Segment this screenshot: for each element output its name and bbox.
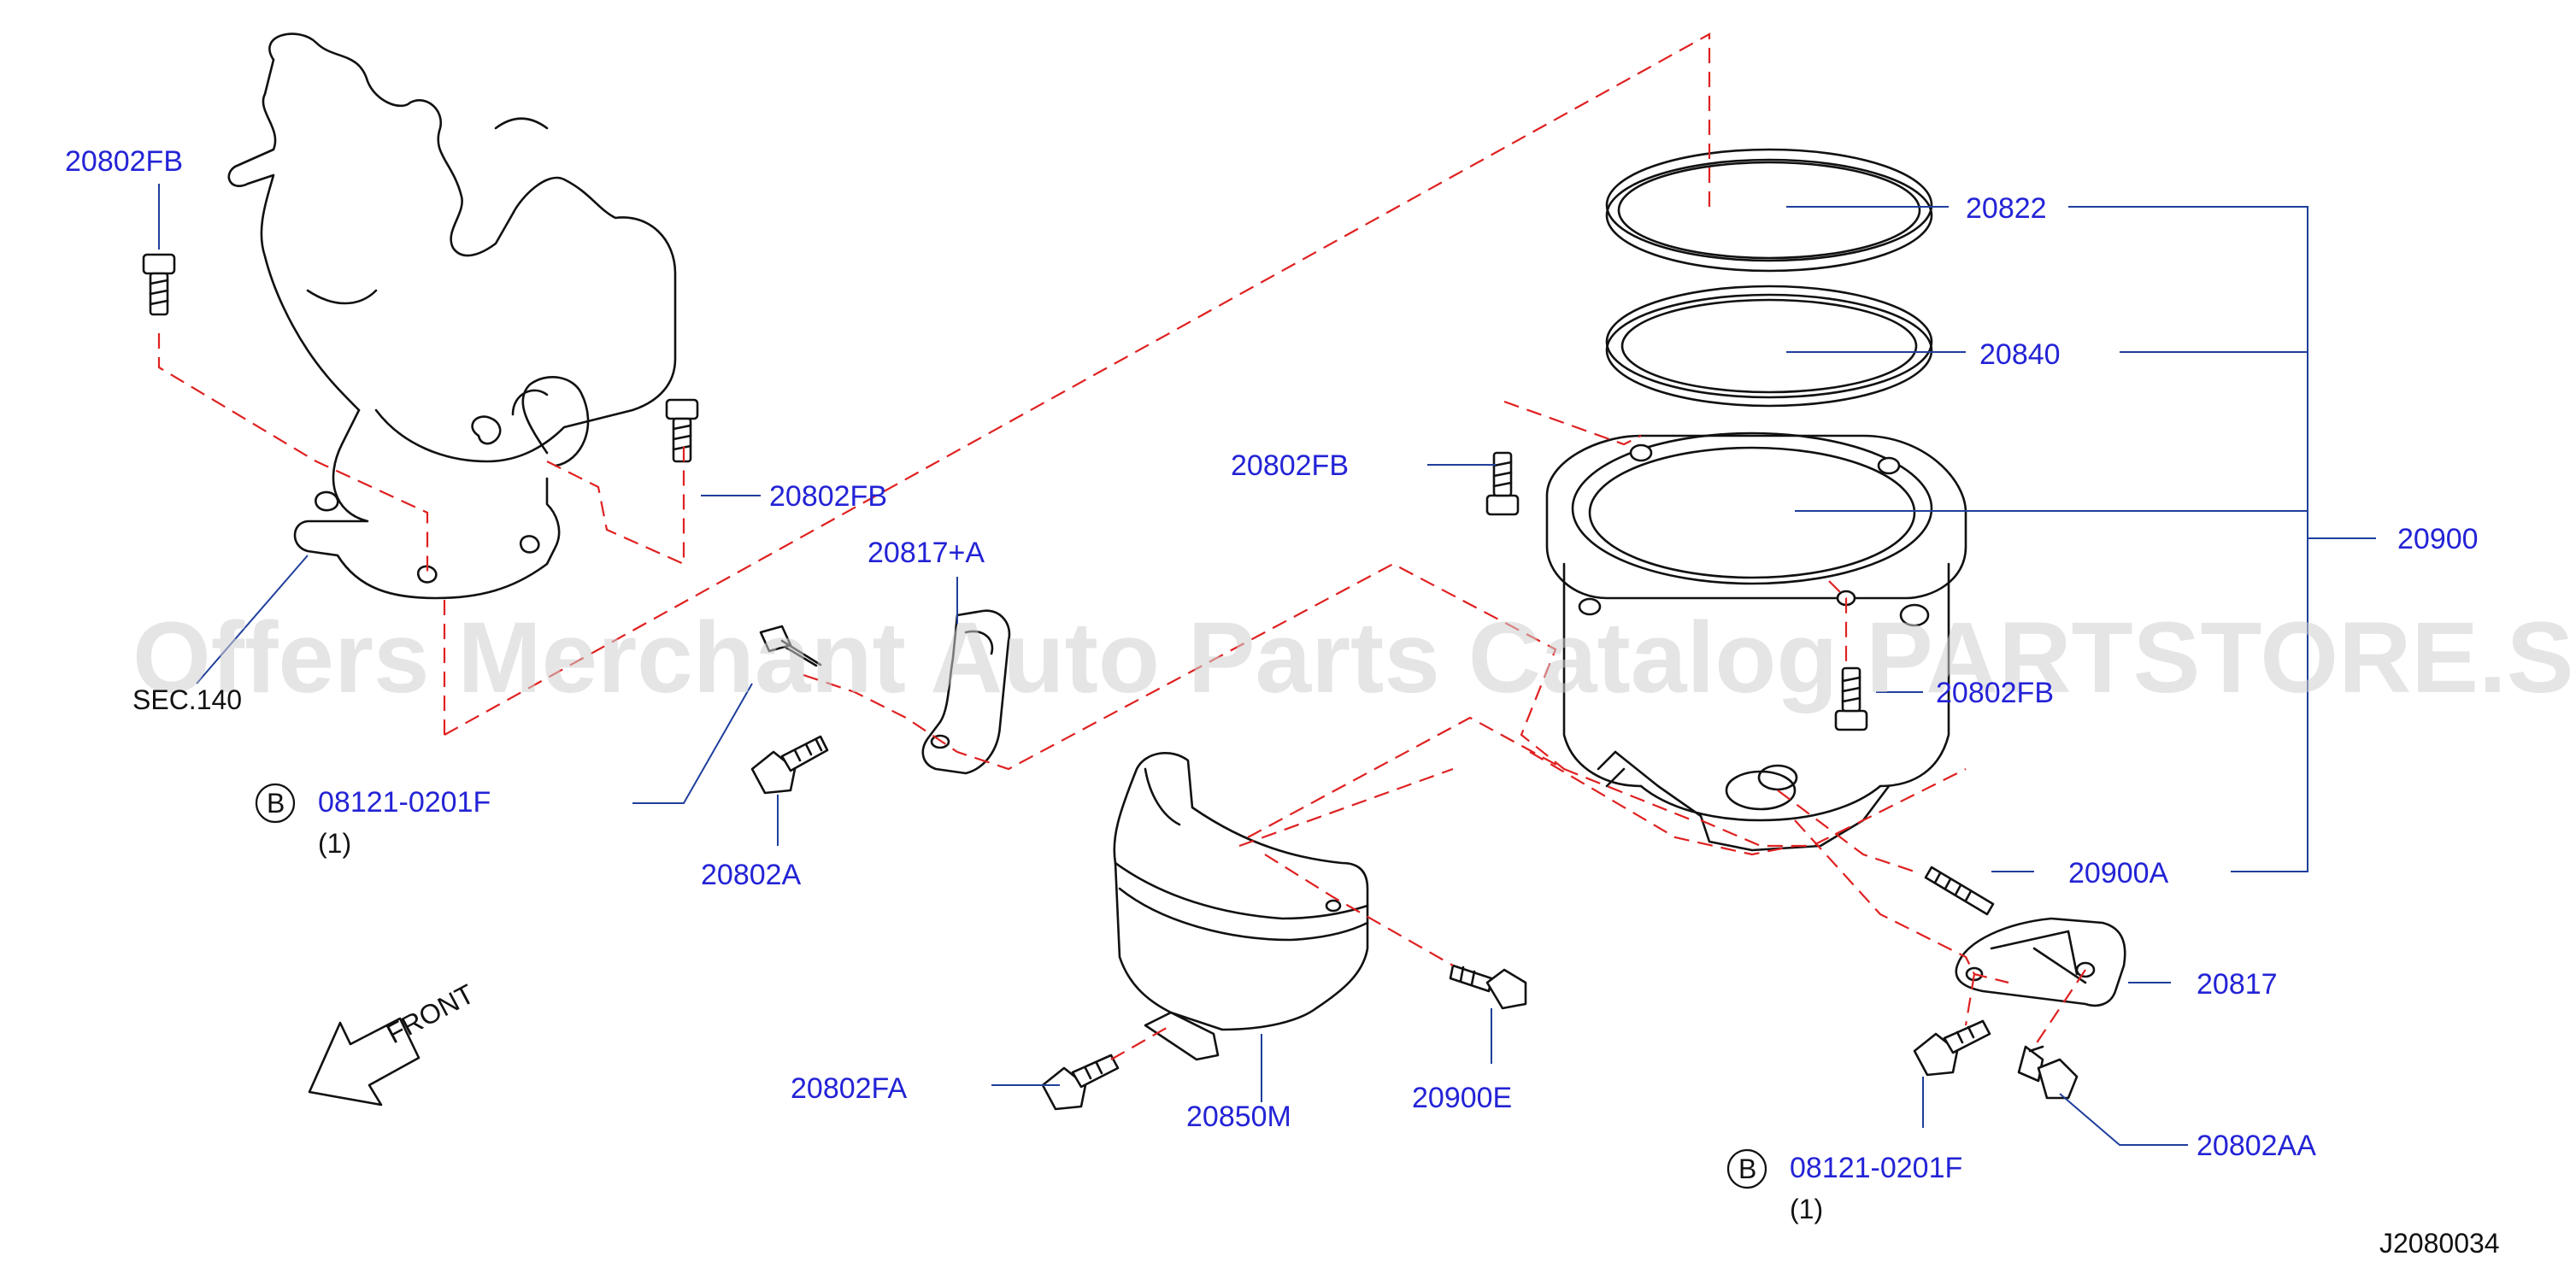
- callout-b-lower[interactable]: B 08121-0201F (1): [1726, 1148, 1962, 1224]
- label-20802fa[interactable]: 20802FA: [791, 1072, 907, 1105]
- ring-20840[interactable]: [1605, 285, 1933, 408]
- label-20802fb-manifold[interactable]: 20802FB: [769, 480, 887, 513]
- callout-b-upper[interactable]: B 08121-0201F (1): [255, 783, 491, 859]
- label-20802fb-converter-right[interactable]: 20802FB: [1936, 677, 2054, 709]
- bolt-20802a[interactable]: [750, 735, 829, 795]
- bolt-20900e[interactable]: [1449, 964, 1527, 1010]
- label-20900[interactable]: 20900: [2397, 523, 2479, 555]
- bracket-20817[interactable]: [1955, 917, 2126, 1007]
- label-20850m[interactable]: 20850M: [1186, 1101, 1291, 1133]
- label-20817[interactable]: 20817: [2197, 968, 2278, 1001]
- assembly-dashed-lines: [157, 32, 2086, 1060]
- label-08121-upper[interactable]: 08121-0201F: [318, 786, 491, 819]
- stud-20900a[interactable]: [1924, 866, 1995, 916]
- label-sec140[interactable]: SEC.140: [132, 684, 242, 715]
- heat-insulator-20850m[interactable]: [1113, 752, 1369, 1061]
- leader-lines: [158, 184, 2376, 1146]
- label-20900e[interactable]: 20900E: [1412, 1082, 1512, 1114]
- circle-b-letter: B: [1738, 1154, 1756, 1184]
- label-20840[interactable]: 20840: [1979, 338, 2061, 371]
- bracket-20817a[interactable]: [921, 609, 1011, 775]
- watermark-text: Offers Merchant Auto Parts Catalog PARTS…: [132, 602, 2576, 714]
- label-20817a[interactable]: 20817+A: [867, 537, 985, 569]
- label-20802fb-converter-left[interactable]: 20802FB: [1231, 449, 1349, 482]
- label-20802aa[interactable]: 20802AA: [2197, 1130, 2316, 1162]
- qty-08121-upper: (1): [318, 828, 351, 859]
- bolt-20802fb-left[interactable]: [142, 253, 176, 316]
- front-direction-arrow: [308, 1017, 421, 1107]
- label-20802fb-left[interactable]: 20802FB: [65, 145, 183, 178]
- bolt-20802fb-converter-left[interactable]: [1485, 451, 1520, 516]
- bolt-20802fb-converter-right[interactable]: [1834, 666, 1868, 731]
- circle-b-letter: B: [267, 788, 285, 819]
- bolt-20802fa[interactable]: [1041, 1054, 1120, 1111]
- bolt-08121-lower[interactable]: [1913, 1019, 1991, 1077]
- exhaust-manifold[interactable]: [227, 32, 677, 600]
- bolt-20802aa[interactable]: [2017, 1045, 2079, 1100]
- front-label: FRONT: [381, 978, 479, 1050]
- bolt-20802fb-manifold[interactable]: [665, 398, 699, 463]
- catalytic-converter-20900[interactable]: [1545, 431, 1967, 852]
- ring-20822[interactable]: [1605, 148, 1933, 273]
- diagram-code: J2080034: [2379, 1228, 2500, 1259]
- qty-08121-lower: (1): [1790, 1194, 1823, 1224]
- stud-08121-upper[interactable]: [759, 625, 822, 667]
- label-20900a[interactable]: 20900A: [2068, 857, 2169, 889]
- label-20802a[interactable]: 20802A: [701, 859, 802, 891]
- label-08121-lower[interactable]: 08121-0201F: [1790, 1152, 1962, 1184]
- label-20822[interactable]: 20822: [1966, 192, 2047, 225]
